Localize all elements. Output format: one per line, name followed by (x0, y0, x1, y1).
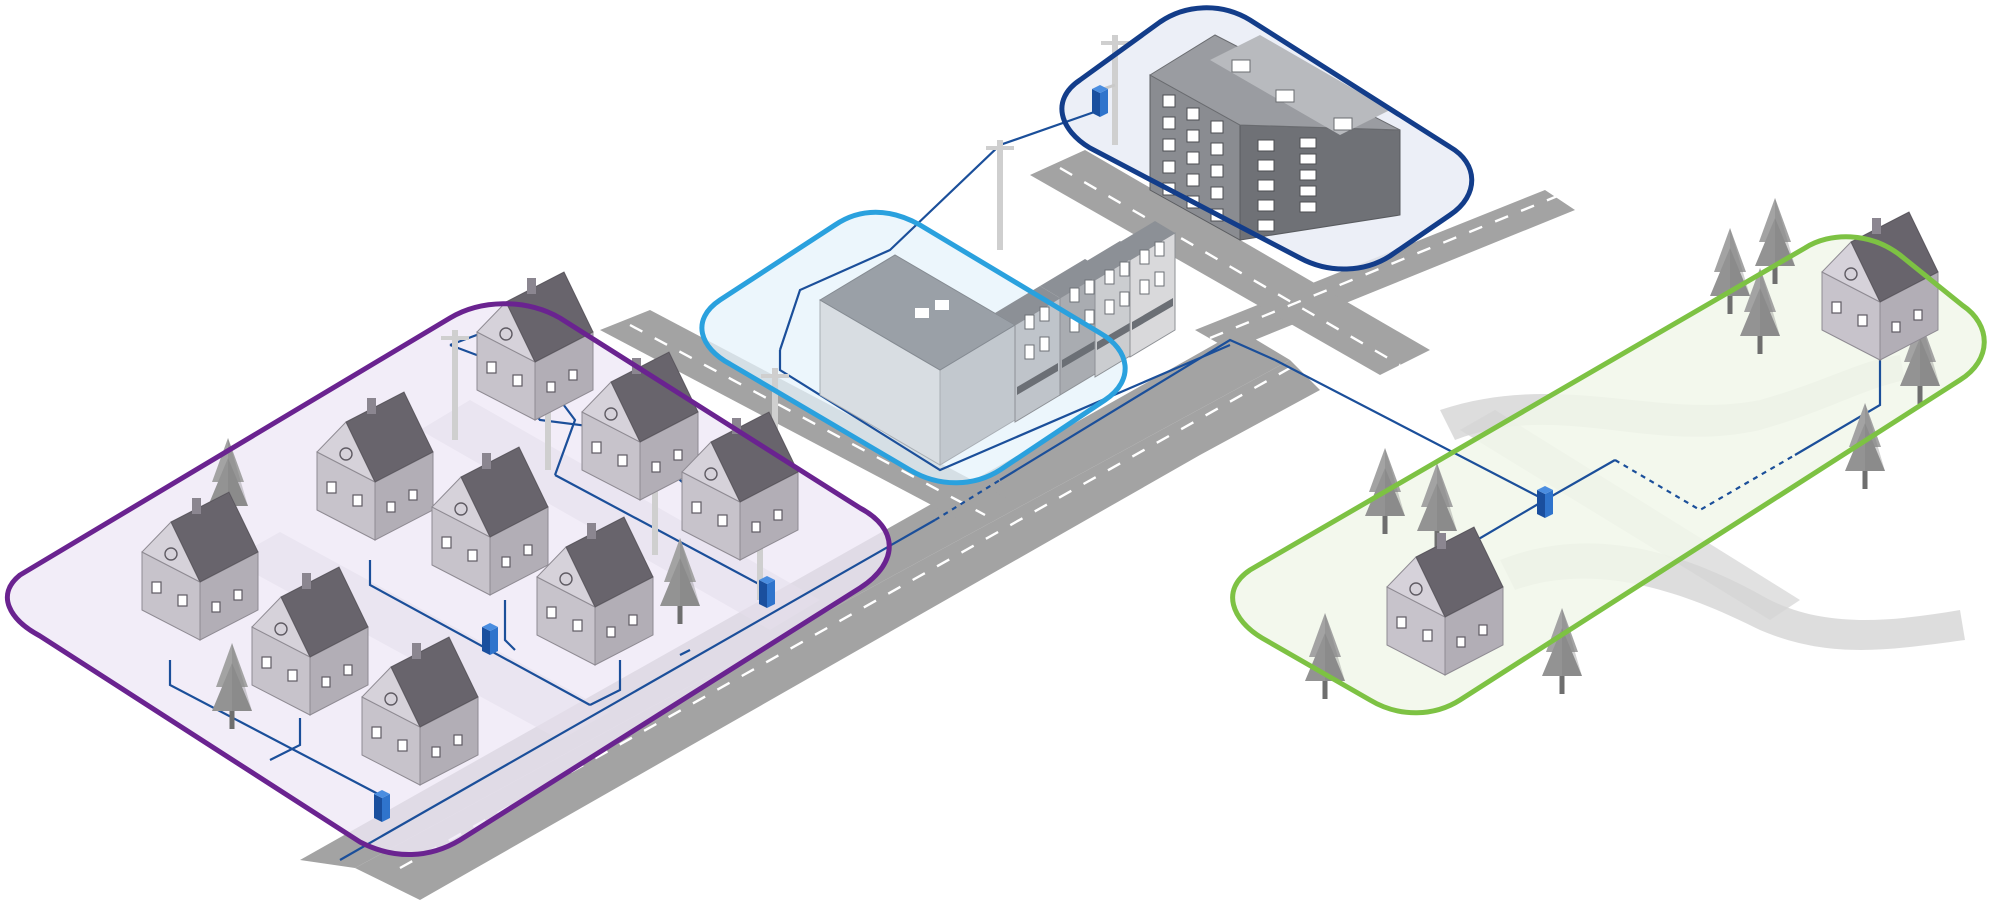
lane-marking (629, 323, 986, 517)
roof-vent (915, 308, 929, 318)
skylight (1231, 59, 1251, 73)
awning (1097, 318, 1138, 350)
fiber-cable (778, 343, 1231, 472)
window (1139, 249, 1150, 265)
window (1104, 299, 1115, 315)
apartment-window (1210, 142, 1224, 156)
apartment-window (1162, 116, 1176, 130)
apartment-window (1257, 199, 1275, 212)
fiber-trunk (339, 519, 936, 861)
fiber-cable (554, 474, 771, 591)
window (1104, 269, 1115, 285)
fiber-trunk (934, 479, 1001, 521)
apartment-window (1186, 107, 1200, 121)
apartment-window (1299, 201, 1317, 213)
fiber-cable (778, 108, 1101, 351)
apartment-window (1257, 159, 1275, 172)
apartment-window (1186, 151, 1200, 165)
street-cabinet-icon (759, 576, 775, 608)
apartment-window (1210, 186, 1224, 200)
apartment-window (1257, 179, 1275, 192)
street-cabinet-icon (482, 623, 498, 655)
apartment-building (1099, 34, 1401, 241)
house-icon (1821, 211, 1939, 361)
apartment-window (1257, 139, 1275, 152)
utility-pole-icon (986, 140, 1014, 250)
house-icon (476, 271, 594, 421)
storefront-roof (1110, 221, 1175, 260)
apartment-window (1186, 129, 1200, 143)
apartment-window (1299, 169, 1317, 181)
roof-vent (935, 300, 949, 310)
window (1119, 291, 1130, 307)
apartment-window (1257, 219, 1275, 232)
window (1119, 261, 1130, 277)
apartment-window (1162, 160, 1176, 174)
fiber-cable (269, 718, 302, 761)
zone-business-outline (699, 209, 1128, 486)
skylight (1275, 89, 1295, 103)
apartment-window (1210, 120, 1224, 134)
window (1154, 241, 1165, 257)
fiber-cable (368, 560, 591, 706)
storefront-roof (995, 286, 1060, 325)
awning (1017, 363, 1058, 395)
awning (1062, 336, 1103, 368)
window (1024, 344, 1035, 360)
street-cabinet-icon (374, 790, 390, 822)
apartment-window (1210, 164, 1224, 178)
window (1139, 279, 1150, 295)
awning (1132, 298, 1173, 330)
street-cabinet-icon (1537, 486, 1553, 518)
fiber-cable (1794, 360, 1882, 456)
fiber-cable (999, 338, 1276, 481)
skylight (1333, 117, 1353, 131)
window (1039, 336, 1050, 352)
street-cabinet-icon (1092, 85, 1108, 117)
zone-multi-dwelling-outline (1059, 5, 1475, 272)
window (1154, 271, 1165, 287)
fiber-cable (503, 600, 516, 651)
apartment-window (1162, 138, 1176, 152)
fiber-cable (553, 399, 577, 476)
side-road (1030, 150, 1430, 375)
apartment-window (1162, 94, 1176, 108)
fiber-cable (679, 649, 691, 656)
window (1069, 287, 1080, 303)
lane-marking (1059, 166, 1401, 367)
apartment-window (1299, 137, 1317, 149)
fiber-cable (168, 660, 381, 796)
zone-rural-outline (1230, 234, 1987, 716)
fiber-cable (589, 660, 622, 706)
apartment-window (1186, 173, 1200, 187)
main-road (355, 360, 1320, 900)
window (1024, 314, 1035, 330)
business-block (819, 221, 1176, 466)
window (1039, 306, 1050, 322)
fiber-cable (1614, 454, 1796, 512)
apartment-window (1299, 185, 1317, 197)
window (1084, 279, 1095, 295)
apartment-window (1299, 153, 1317, 165)
lane-marking (1209, 193, 1561, 340)
apartment-roof-light (1210, 35, 1390, 135)
zone-residential-outline (5, 301, 892, 858)
